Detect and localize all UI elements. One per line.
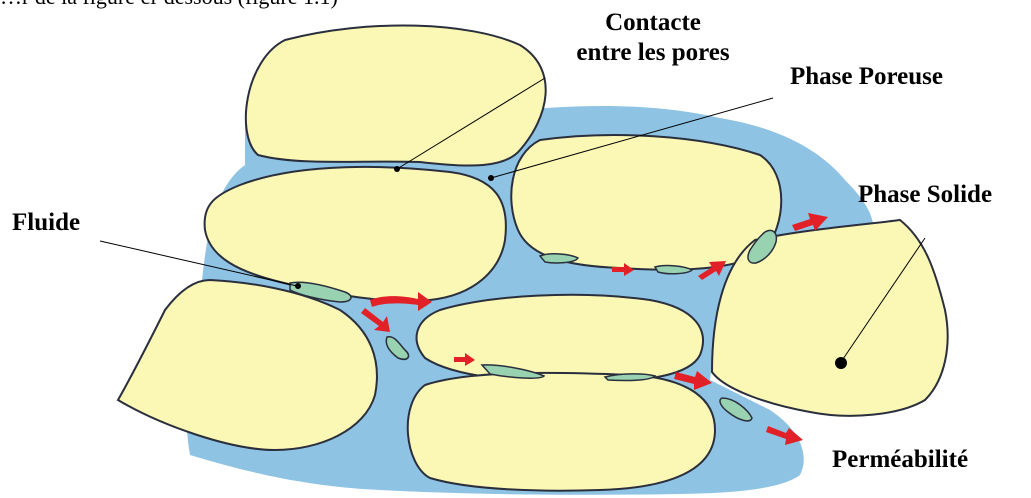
label-phase-solide: Phase Solide (858, 180, 992, 210)
label-fluide: Fluide (12, 208, 80, 238)
dot-phase-poreuse (488, 175, 494, 181)
grain-center (417, 295, 703, 382)
dot-fluide (295, 283, 301, 289)
dot-phase-solide (835, 357, 847, 369)
fluid-blob (605, 374, 655, 381)
grain-bottom (408, 373, 715, 491)
label-phase-poreuse: Phase Poreuse (790, 62, 943, 92)
label-contacte: Contacte entre les pores (568, 8, 738, 68)
dot-contact (394, 166, 400, 172)
grain-upper-right (511, 135, 781, 270)
label-contacte-line2: entre les pores (568, 38, 738, 68)
grain-top (246, 25, 546, 165)
fluid-blob (540, 254, 578, 263)
label-contacte-line1: Contacte (568, 8, 738, 38)
grain-right (712, 220, 948, 416)
label-permeabilite: Perméabilité (832, 445, 968, 475)
